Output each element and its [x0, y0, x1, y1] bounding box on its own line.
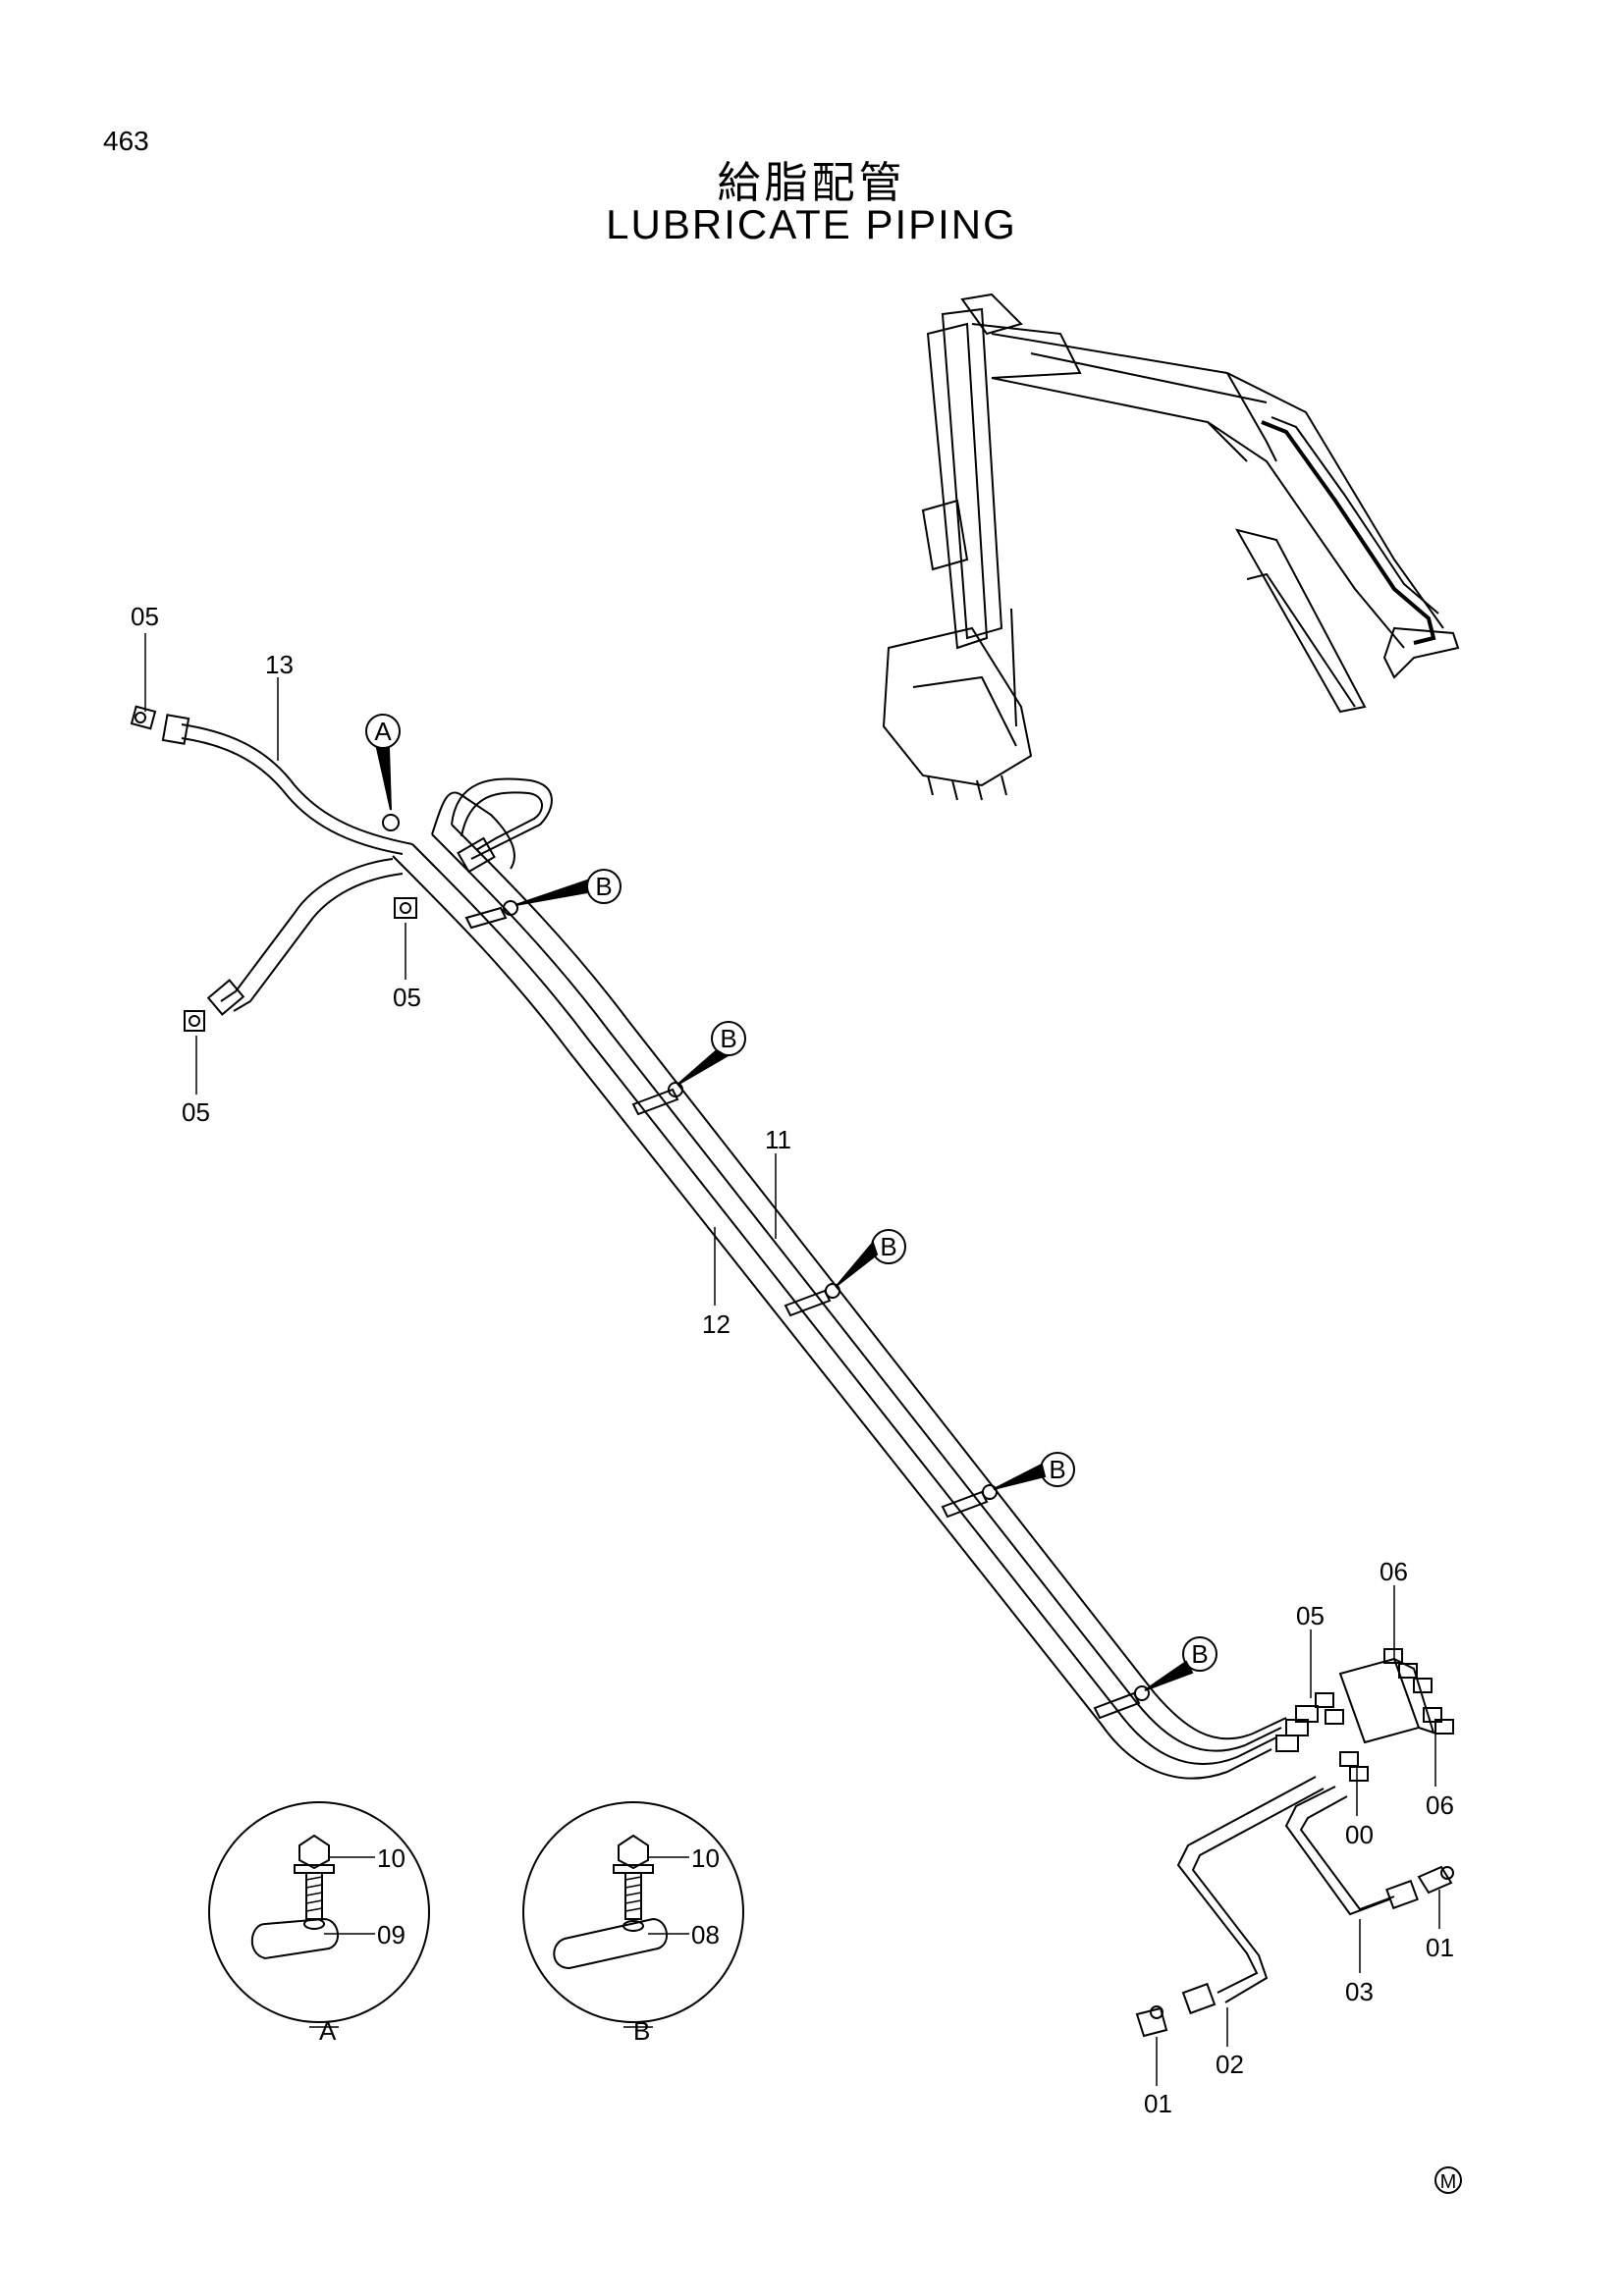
title-english: LUBRICATE PIPING	[606, 201, 1017, 247]
callout-b-5-label: B	[1191, 1639, 1208, 1669]
grease-fitting-05-top	[130, 705, 157, 730]
part-05-top: 05	[131, 602, 159, 631]
part-12: 12	[702, 1309, 730, 1339]
detail-a: 10 09 A	[208, 1801, 430, 2046]
callout-b-3-label: B	[880, 1232, 896, 1261]
loop-hose	[431, 777, 553, 874]
title-japanese: 給脂配管	[717, 158, 906, 208]
detail-b-caption: B	[633, 2016, 650, 2046]
mark-label: M	[1440, 2171, 1457, 2193]
detail-a-bolt-label: 10	[377, 1843, 406, 1873]
pipe-03	[1284, 1786, 1419, 1916]
part-05-left: 05	[182, 1097, 210, 1127]
callout-a-label: A	[374, 717, 392, 746]
part-05-right: 05	[1296, 1601, 1325, 1630]
part-06-top: 06	[1380, 1557, 1408, 1586]
part-11: 11	[765, 1125, 791, 1154]
callout-a: A	[365, 714, 401, 811]
part-01-bottom: 01	[1144, 2089, 1172, 2118]
part-03: 03	[1345, 1977, 1374, 2006]
part-00: 00	[1345, 1820, 1374, 1849]
pipe-clamps	[382, 814, 1150, 1720]
part-13: 13	[265, 650, 294, 679]
detail-a-caption: A	[319, 2016, 337, 2046]
page-number: 463	[103, 126, 149, 156]
distribution-block	[1275, 1648, 1454, 1782]
part-05-mid: 05	[393, 983, 421, 1012]
callout-b-2: B	[676, 1021, 746, 1086]
callout-b-1: B	[514, 869, 622, 906]
callout-b-3: B	[836, 1229, 906, 1287]
left-branch-hose	[206, 858, 404, 1016]
detail-b-bolt-label: 10	[691, 1843, 720, 1873]
detail-b-clamp-label: 08	[691, 1920, 720, 1949]
fitting-01-right	[1417, 1865, 1454, 1895]
callout-b-1-label: B	[595, 872, 612, 901]
part-02: 02	[1216, 2050, 1244, 2079]
callout-b-5: B	[1144, 1636, 1217, 1691]
grease-fitting-05-left	[184, 1010, 205, 1032]
callout-b-4: B	[993, 1452, 1075, 1490]
hose-13	[161, 714, 413, 855]
detail-a-clamp-label: 09	[377, 1920, 406, 1949]
callout-b-2-label: B	[720, 1024, 736, 1053]
fitting-01-bottom	[1135, 2005, 1168, 2038]
part-06-right: 06	[1426, 1790, 1454, 1820]
leader-lines	[144, 633, 1440, 2086]
circled-m-mark: M	[1434, 2166, 1462, 2194]
excavator-overview-illustration	[882, 293, 1460, 801]
callout-b-4-label: B	[1049, 1455, 1065, 1484]
detail-b: 10 08 B	[522, 1801, 744, 2046]
grease-fitting-05-mid	[394, 897, 417, 919]
part-01-right: 01	[1426, 1933, 1454, 1962]
main-pipe-bundle	[392, 824, 1287, 1780]
pipe-02	[1176, 1776, 1325, 2015]
